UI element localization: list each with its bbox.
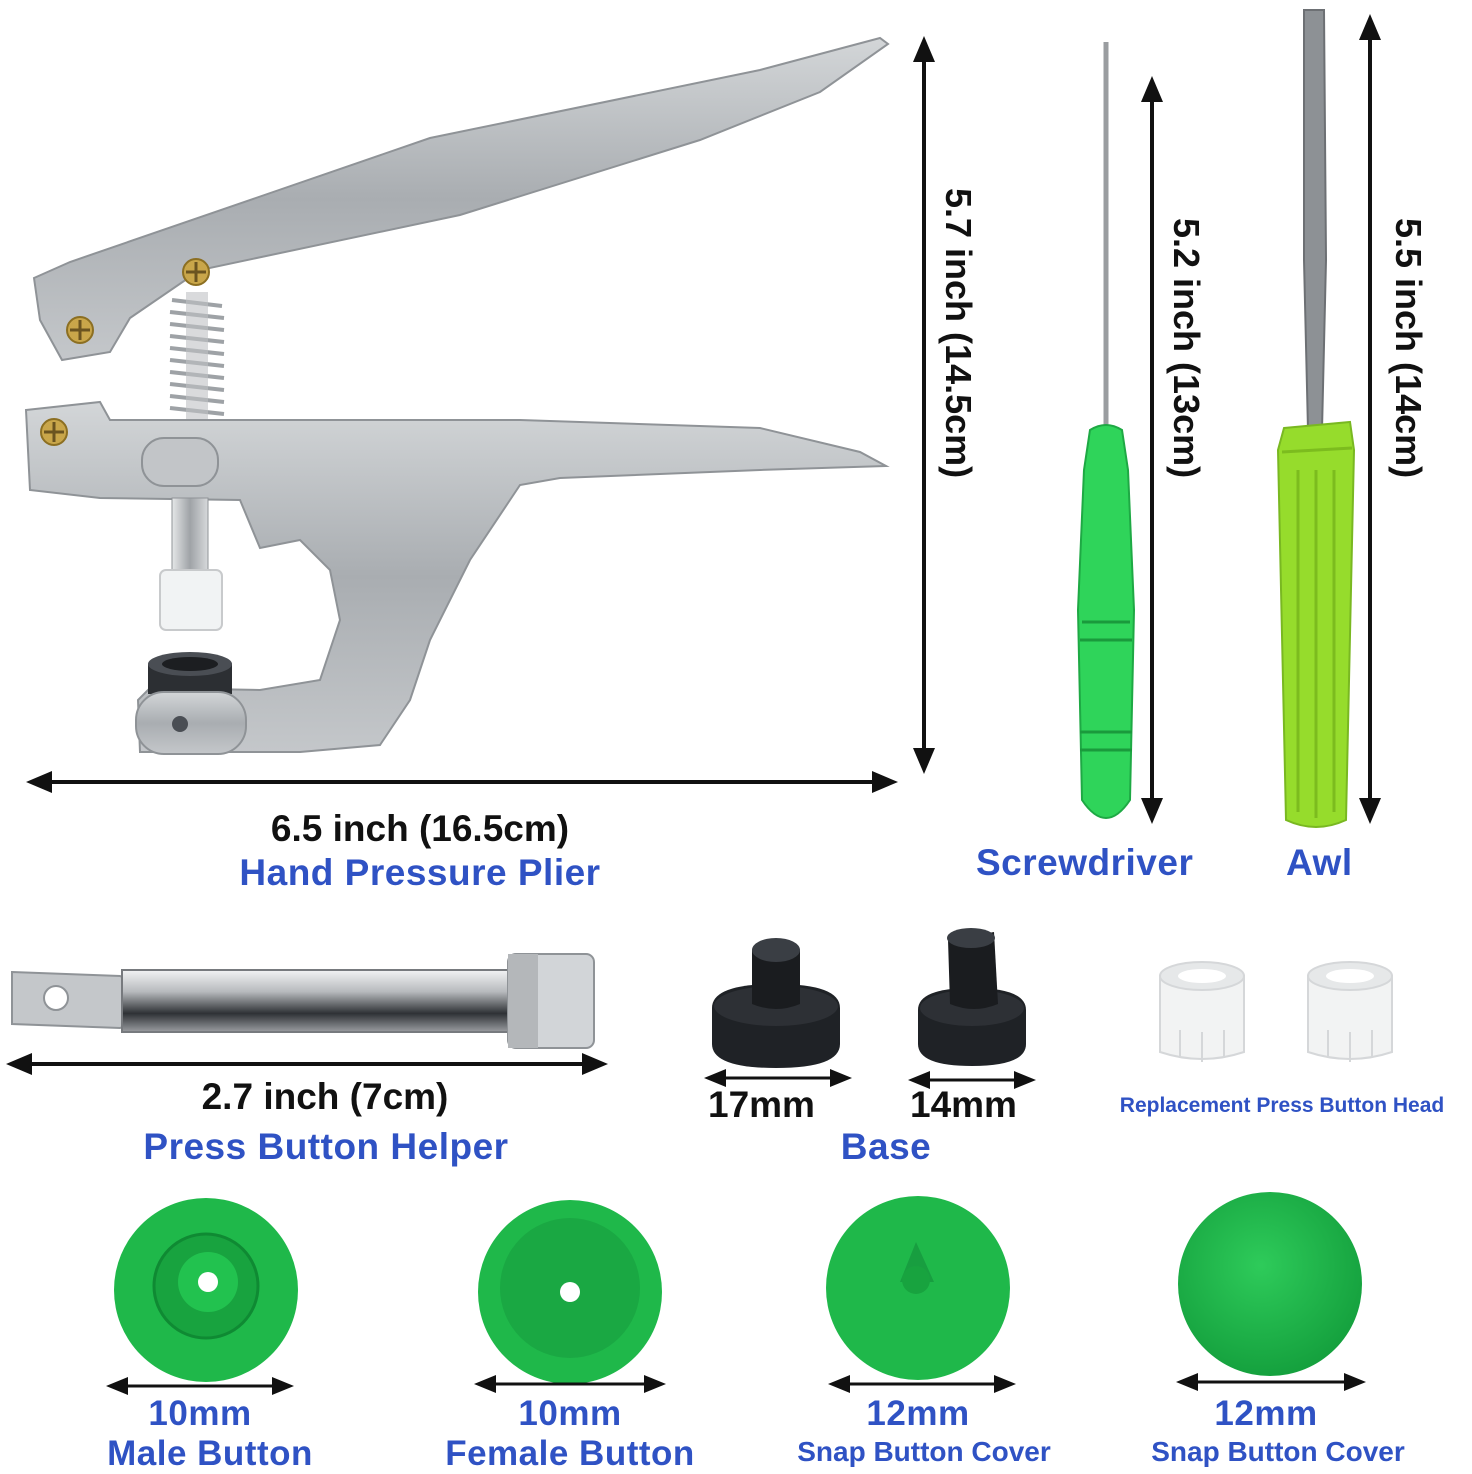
plier-height-label: 5.7 inch (14.5cm) — [938, 188, 979, 479]
base-name: Base — [840, 1126, 932, 1167]
snap-cover-dome-size: 12mm — [1214, 1394, 1318, 1433]
screwdriver-name: Screwdriver — [976, 842, 1194, 883]
base-large-size: 17mm — [708, 1084, 815, 1125]
base-small-size: 14mm — [910, 1084, 1017, 1125]
awl-name: Awl — [1286, 842, 1353, 883]
replacement-head-name: Replacement Press Button Head — [1119, 1094, 1445, 1117]
snap-cover-stud-size: 12mm — [866, 1394, 970, 1433]
helper-name: Press Button Helper — [143, 1126, 509, 1167]
male-button-size: 10mm — [148, 1394, 252, 1433]
female-button-size: 10mm — [518, 1394, 622, 1433]
plier-name: Hand Pressure Plier — [239, 852, 601, 893]
female-button-name: Female Button — [445, 1434, 695, 1473]
male-button-name: Male Button — [107, 1434, 313, 1473]
awl-length-label: 5.5 inch (14cm) — [1388, 218, 1429, 479]
snap-cover-dome-name: Snap Button Cover — [1151, 1436, 1405, 1467]
helper-length-label: 2.7 inch (7cm) — [201, 1076, 449, 1117]
snap-cover-stud-name: Snap Button Cover — [797, 1436, 1051, 1467]
screwdriver-length-label: 5.2 inch (13cm) — [1166, 218, 1207, 479]
plier-width-label: 6.5 inch (16.5cm) — [270, 808, 570, 849]
